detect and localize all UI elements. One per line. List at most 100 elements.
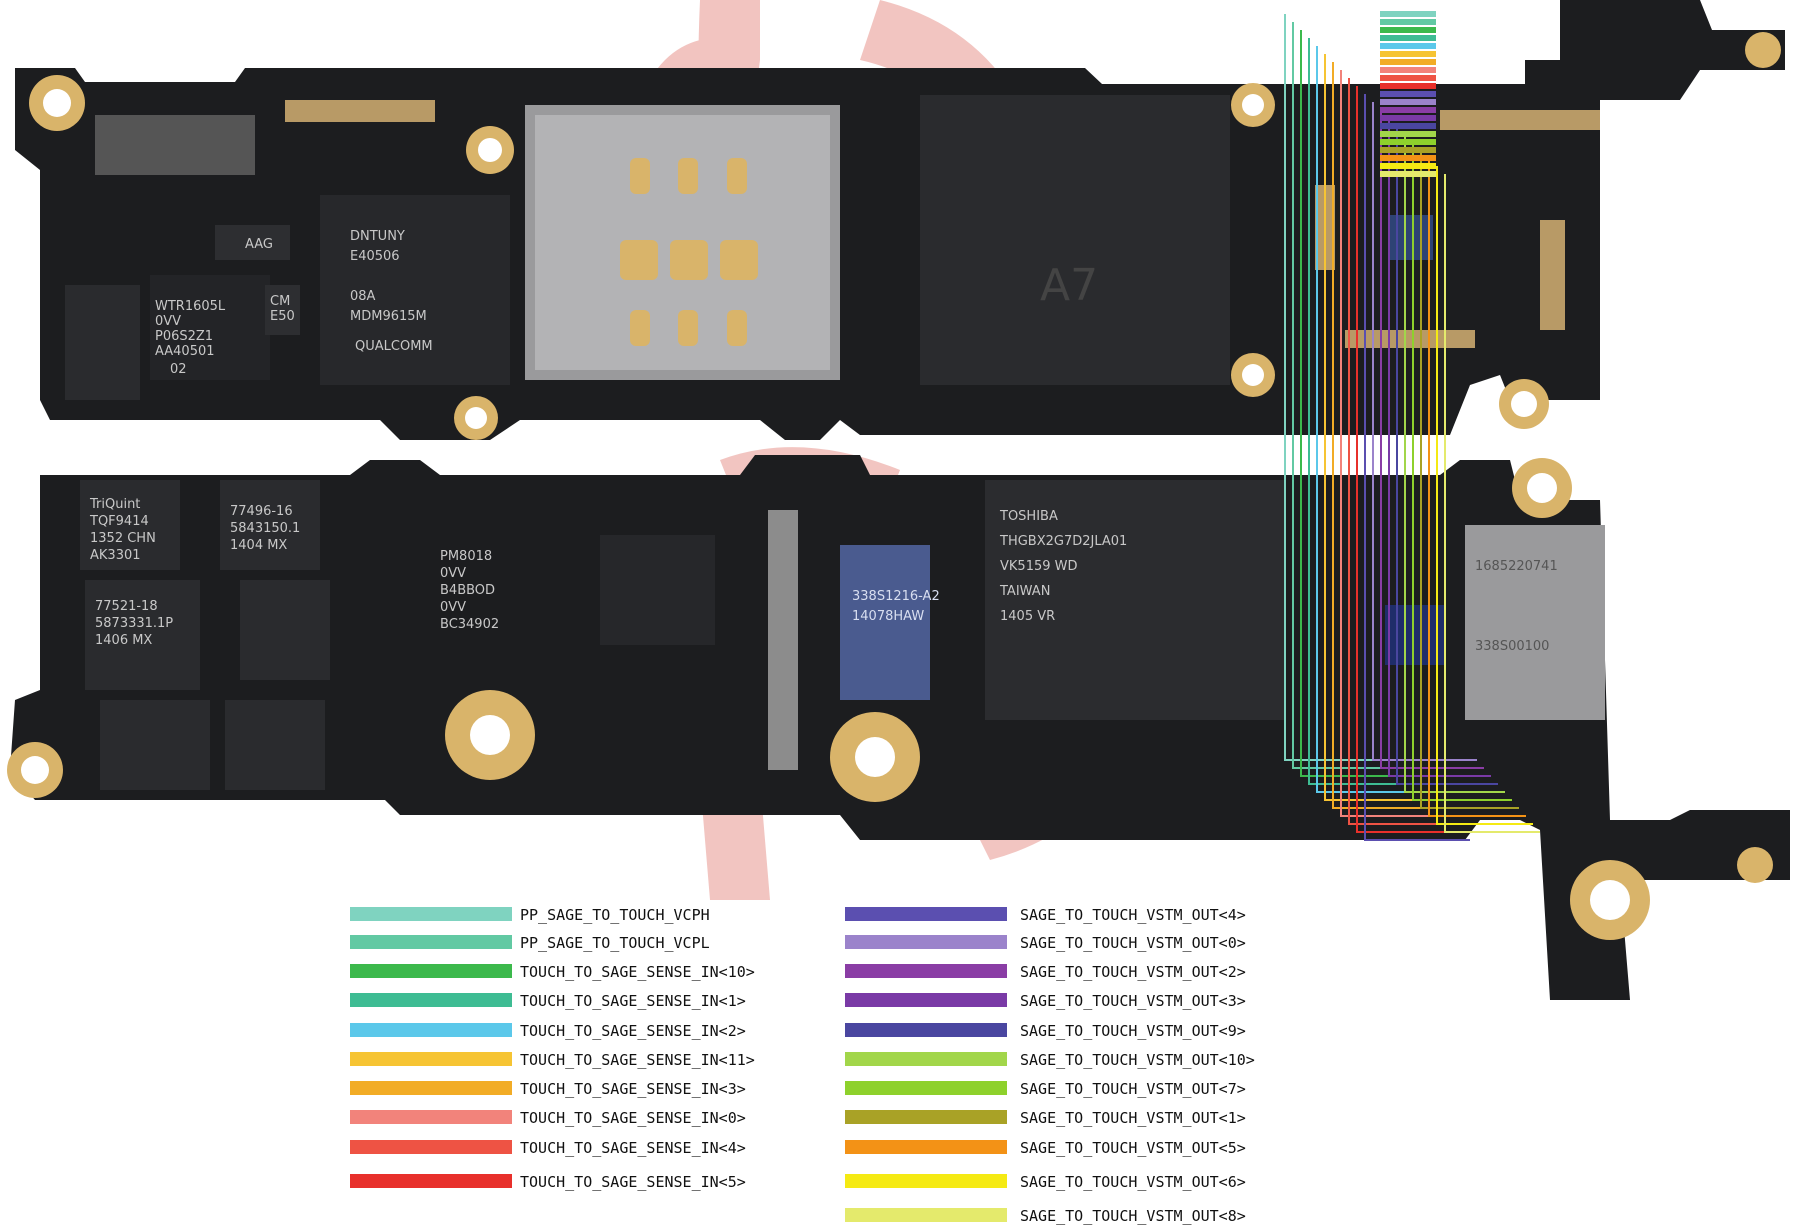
net-tag-11 [1380,99,1436,105]
toshiba-nand [985,480,1285,720]
legend-swatch-right-10 [845,1208,1007,1222]
legend-label-left-9: TOUCH_TO_SAGE_SENSE_IN<5> [520,1173,746,1191]
transceiver-chip [150,275,270,380]
trace-14 [1396,126,1498,785]
net-tag-8 [1380,75,1436,81]
legend-swatch-right-9 [845,1174,1007,1188]
toshiba-line-3: TAIWAN [999,584,1050,599]
chips [65,95,1605,790]
cm-line-1: E50 [270,309,295,324]
toshiba-line-0: TOSHIBA [999,509,1058,524]
toshiba-line-4: 1405 VR [1000,609,1055,624]
wtr-line-2: P06S2Z1 [155,329,213,344]
chip-markings: WTR1605L 0VV P06S2Z1 AA40501 02 DNTUNY E… [89,229,1558,654]
qc-line-2: 08A [350,289,376,304]
trace-3 [1308,38,1421,785]
legend-label-right-7: SAGE_TO_TOUCH_VSTM_OUT<1> [1020,1109,1246,1127]
c77496-line-0: 77496-16 [230,504,293,519]
aag-chip [215,225,290,260]
wtr-line-0: WTR1605L [155,299,226,314]
pm-chip [600,535,715,645]
pm-line-3: 0VV [440,600,466,615]
c1685-line-0: 1685220741 [1475,559,1558,574]
c338-line-0: 338S1216-A2 [852,589,940,604]
legend-label-right-1: SAGE_TO_TOUCH_VSTM_OUT<0> [1020,934,1246,952]
legend-label-left-1: PP_SAGE_TO_TOUCH_VCPL [520,934,710,952]
legend-label-right-2: SAGE_TO_TOUCH_VSTM_OUT<2> [1020,963,1246,981]
c338-line-1: 14078HAW [852,609,924,624]
trace-2 [1300,30,1414,777]
c77521-line-1: 5873331.1P [95,616,173,631]
pm-line-1: 0VV [440,566,466,581]
net-tag-5 [1380,51,1436,57]
net-tag-12 [1380,107,1436,113]
net-tag-2 [1380,27,1436,33]
legend-swatch-left-3 [350,993,512,1007]
net-tag-9 [1380,83,1436,89]
legend-swatch-right-2 [845,964,1007,978]
legend-swatch-left-6 [350,1081,512,1095]
net-tag-1 [1380,19,1436,25]
c77521-line-0: 77521-18 [95,599,158,614]
trace-15 [1404,134,1505,793]
toshiba-line-1: THGBX2G7D2JLA01 [999,534,1127,549]
triquint-line-2: 1352 CHN [90,531,156,546]
legend-label-right-3: SAGE_TO_TOUCH_VSTM_OUT<3> [1020,992,1246,1010]
trace-0 [1284,14,1400,761]
net-tag-7 [1380,67,1436,73]
legend-swatch-right-8 [845,1140,1007,1154]
trace-19 [1436,166,1533,825]
wtr-line-1: 0VV [155,314,181,329]
trace-6 [1332,62,1442,809]
pm-line-0: PM8018 [440,549,492,564]
trace-4 [1316,46,1428,793]
qc-line-0: DNTUNY [350,229,405,244]
legend-swatch-left-0 [350,907,512,921]
wtr-line-4: 02 [170,362,187,377]
legend-label-left-8: TOUCH_TO_SAGE_SENSE_IN<4> [520,1139,746,1157]
trace-18 [1428,158,1526,817]
legend-label-left-0: PP_SAGE_TO_TOUCH_VCPH [520,906,710,924]
cm-chip [265,285,300,335]
c77496-line-1: 5843150.1 [230,521,300,536]
wtr-line-3: AA40501 [155,344,215,359]
c338b-line-0: 338S00100 [1475,639,1549,654]
legend-label-left-5: TOUCH_TO_SAGE_SENSE_IN<11> [520,1051,755,1069]
chip-77496 [220,480,320,570]
sim-tray [525,105,840,380]
legend-label-right-10: SAGE_TO_TOUCH_VSTM_OUT<8> [1020,1207,1246,1225]
a7-mark: A7 [1040,260,1098,311]
shield-can [1465,525,1605,720]
legend-label-left-3: TOUCH_TO_SAGE_SENSE_IN<1> [520,992,746,1010]
net-tag-17 [1380,147,1436,153]
pm-line-2: B4BBOD [440,583,495,598]
net-tag-18 [1380,155,1436,161]
legend-label-right-6: SAGE_TO_TOUCH_VSTM_OUT<7> [1020,1080,1246,1098]
sage-chip [1385,605,1445,665]
net-tag-16 [1380,139,1436,145]
net-tag-19 [1380,163,1436,169]
trace-8 [1348,78,1456,825]
trace-20 [1444,174,1540,833]
legend-swatch-left-9 [350,1174,512,1188]
baseband-chip [320,195,510,385]
pm-line-4: BC34902 [440,617,499,632]
trace-13 [1388,118,1491,777]
trace-12 [1380,110,1484,769]
net-tag-15 [1380,131,1436,137]
legend: PP_SAGE_TO_TOUCH_VCPH PP_SAGE_TO_TOUCH_VC… [350,906,1255,1225]
legend-swatch-right-3 [845,993,1007,1007]
cm-line-0: CM [270,294,290,309]
legend-swatch-left-1 [350,935,512,949]
small-blue-chip [1388,215,1433,260]
net-tag-0 [1380,11,1436,17]
net-tag-20 [1380,171,1436,177]
trace-7 [1340,70,1449,817]
legend-swatch-right-0 [845,907,1007,921]
chip-77521 [85,580,200,690]
legend-label-left-7: TOUCH_TO_SAGE_SENSE_IN<0> [520,1109,746,1127]
legend-label-left-6: TOUCH_TO_SAGE_SENSE_IN<3> [520,1080,746,1098]
c77496-line-2: 1404 MX [230,538,287,553]
signal-traces [1284,11,1540,841]
qc-line-3: MDM9615M [350,309,427,324]
